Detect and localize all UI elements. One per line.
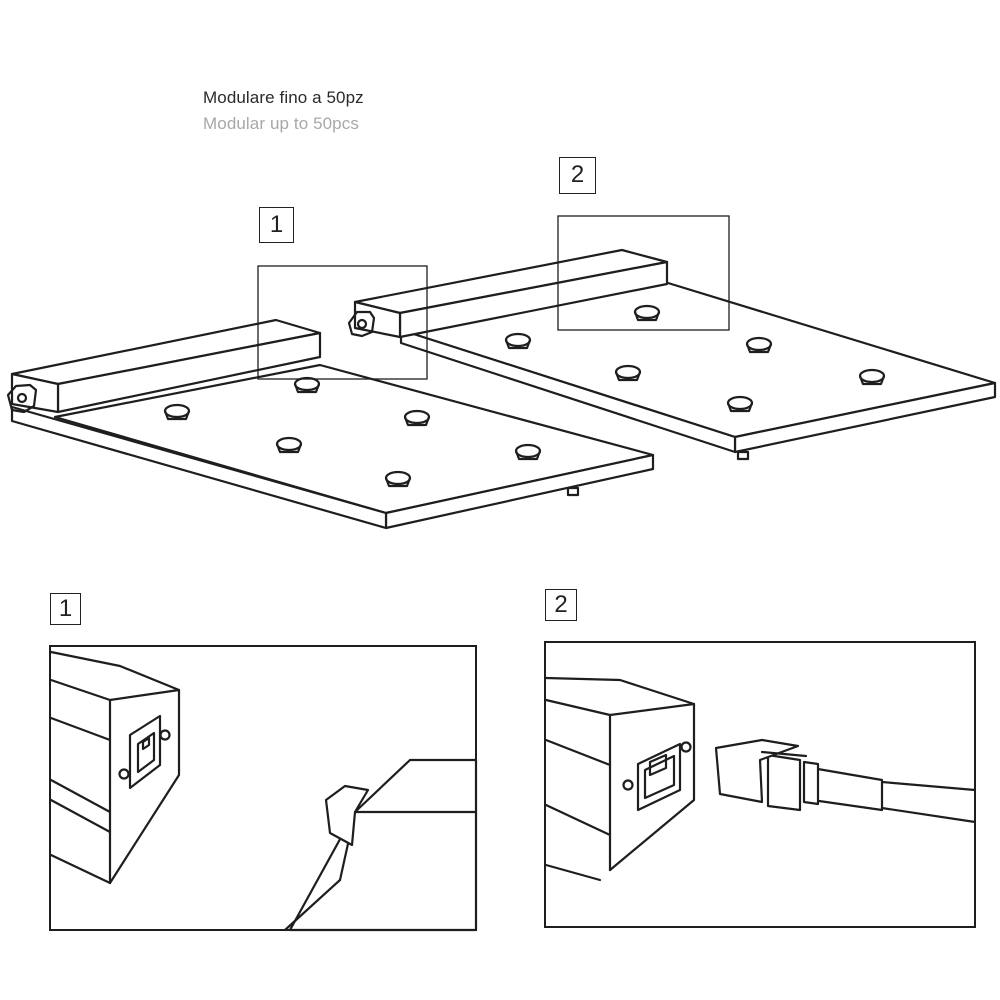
- screw-icon: [622, 779, 634, 791]
- detail-label-1: 1: [50, 593, 81, 625]
- caption-italian: Modulare fino a 50pz: [203, 88, 364, 107]
- caption-english: Modular up to 50pcs: [203, 114, 359, 133]
- power-cable-icon: [714, 738, 977, 824]
- detail-view-1: [49, 645, 478, 932]
- shelf-panel-1: [6, 318, 655, 530]
- plug-icon: [324, 784, 370, 847]
- callout-frame-1: [257, 265, 428, 380]
- screw-icon: [159, 729, 171, 741]
- cup-icon: [504, 304, 886, 413]
- screw-icon: [680, 741, 692, 753]
- shelf-panel-2: [347, 248, 997, 461]
- callout-label-1: 1: [259, 207, 294, 243]
- cup-icon: [163, 376, 542, 488]
- callout-frame-2: [557, 215, 730, 331]
- screw-icon: [118, 768, 130, 780]
- detail-label-2: 2: [545, 589, 577, 621]
- callout-label-2: 2: [559, 157, 596, 194]
- detail-view-2: [544, 641, 977, 928]
- connector-icon: [6, 383, 38, 414]
- connector-icon: [347, 310, 376, 338]
